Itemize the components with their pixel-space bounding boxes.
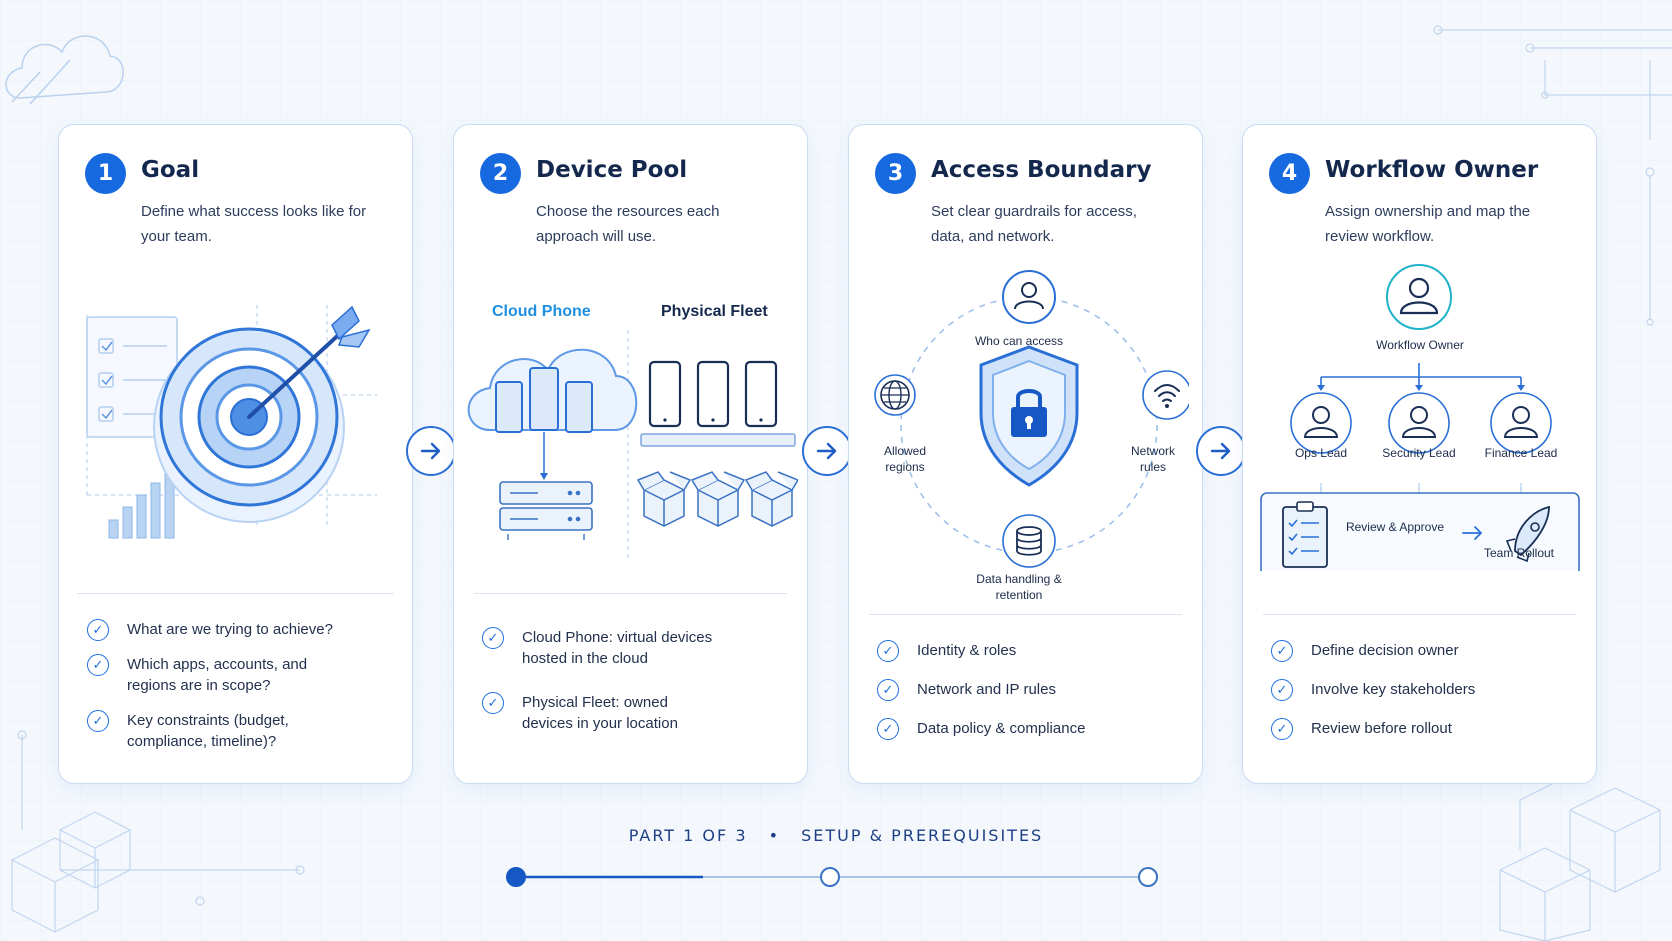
checklist-item: ✓ Cloud Phone: virtual devices hosted in… — [482, 627, 722, 669]
section-footer: PART 1 OF 3 • SETUP & PREREQUISITES — [0, 826, 1672, 845]
progress-stepper — [506, 867, 1158, 887]
card-divider — [77, 593, 394, 594]
target-arrow-icon — [86, 305, 377, 539]
checklist-item: ✓ What are we trying to achieve? — [87, 619, 387, 641]
card-subtitle: Set clear guardrails for access, data, a… — [931, 203, 1137, 245]
separator-dot: • — [768, 826, 781, 845]
checklist-item: ✓ Key constraints (budget, compliance, t… — [87, 710, 317, 752]
next-step-arrow[interactable] — [406, 426, 456, 476]
card-divider — [474, 593, 787, 594]
org-chart-icon — [1260, 264, 1580, 571]
arrow-right-icon — [1210, 442, 1231, 460]
shield-lock-icon — [874, 270, 1189, 568]
check-circle-icon: ✓ — [87, 654, 109, 676]
physical-fleet-heading: Physical Fleet — [661, 303, 768, 320]
check-circle-icon: ✓ — [482, 692, 504, 714]
part-indicator: PART 1 OF 3 — [628, 826, 748, 845]
check-circle-icon: ✓ — [877, 718, 899, 740]
team-rollout-label: Team Rollout — [1483, 546, 1555, 560]
checklist-item: ✓ Involve key stakeholders — [1271, 679, 1571, 701]
workflow-owner-card: 4 Workflow Owner Assign ownership and ma… — [1242, 124, 1597, 784]
check-circle-icon: ✓ — [877, 679, 899, 701]
cloud-outline-icon — [5, 35, 124, 105]
card-title: Workflow Owner — [1325, 157, 1539, 183]
card-title: Device Pool — [536, 157, 688, 183]
device-pool-card: 2 Device Pool Choose the resources each … — [453, 124, 808, 784]
check-circle-icon: ✓ — [1271, 640, 1293, 662]
finance-lead-label: Finance Lead — [1484, 446, 1558, 460]
allowed-regions-label: Allowed regions — [883, 444, 927, 474]
checklist-item: ✓ Identity & roles — [877, 640, 1177, 662]
check-circle-icon: ✓ — [877, 640, 899, 662]
card-subtitle: Assign ownership and map the review work… — [1325, 203, 1531, 245]
step-number-badge: 1 — [85, 153, 126, 194]
who-can-access-label: Who can access — [974, 334, 1064, 348]
card-subtitle: Choose the resources each approach will … — [536, 203, 720, 245]
checklist-item: ✓ Which apps, accounts, and regions are … — [87, 654, 327, 696]
workflow-owner-label: Workflow Owner — [1376, 338, 1464, 352]
checklist-item: ✓ Review before rollout — [1271, 718, 1571, 740]
cloud-devices-icon — [467, 330, 798, 560]
arrow-right-icon — [816, 442, 837, 460]
card-title: Access Boundary — [931, 157, 1152, 183]
progress-step-2 — [820, 867, 840, 887]
cube-stack-decoration — [11, 779, 1661, 941]
data-handling-label: Data handling & retention — [976, 572, 1062, 602]
step-number-badge: 3 — [875, 153, 916, 194]
checklist-item: ✓ Data policy & compliance — [877, 718, 1177, 740]
step-number-badge: 2 — [480, 153, 521, 194]
card-title: Goal — [141, 157, 200, 183]
check-circle-icon: ✓ — [1271, 718, 1293, 740]
section-name: SETUP & PREREQUISITES — [801, 826, 1044, 845]
checklist-item: ✓ Network and IP rules — [877, 679, 1177, 701]
cloud-phone-heading: Cloud Phone — [492, 303, 591, 320]
check-circle-icon: ✓ — [87, 619, 109, 641]
next-step-arrow[interactable] — [802, 426, 852, 476]
review-approve-label: Review & Approve — [1345, 520, 1445, 534]
goal-card: 1 Goal Define what success looks like fo… — [58, 124, 413, 784]
access-boundary-card: 3 Access Boundary Set clear guardrails f… — [848, 124, 1203, 784]
progress-step-3 — [1138, 867, 1158, 887]
step-number-badge: 4 — [1269, 153, 1310, 194]
card-divider — [869, 614, 1182, 615]
security-lead-label: Security Lead — [1382, 446, 1456, 460]
progress-step-1 — [506, 867, 526, 887]
card-divider — [1263, 614, 1576, 615]
card-subtitle: Define what success looks like for your … — [141, 203, 367, 245]
checklist-item: ✓ Physical Fleet: owned devices in your … — [482, 692, 722, 734]
check-circle-icon: ✓ — [482, 627, 504, 649]
network-rules-label: Network rules — [1130, 444, 1175, 474]
next-step-arrow[interactable] — [1196, 426, 1246, 476]
arrow-right-icon — [420, 442, 441, 460]
check-circle-icon: ✓ — [87, 710, 109, 732]
checklist-item: ✓ Define decision owner — [1271, 640, 1571, 662]
check-circle-icon: ✓ — [1271, 679, 1293, 701]
ops-lead-label: Ops Lead — [1294, 446, 1348, 460]
